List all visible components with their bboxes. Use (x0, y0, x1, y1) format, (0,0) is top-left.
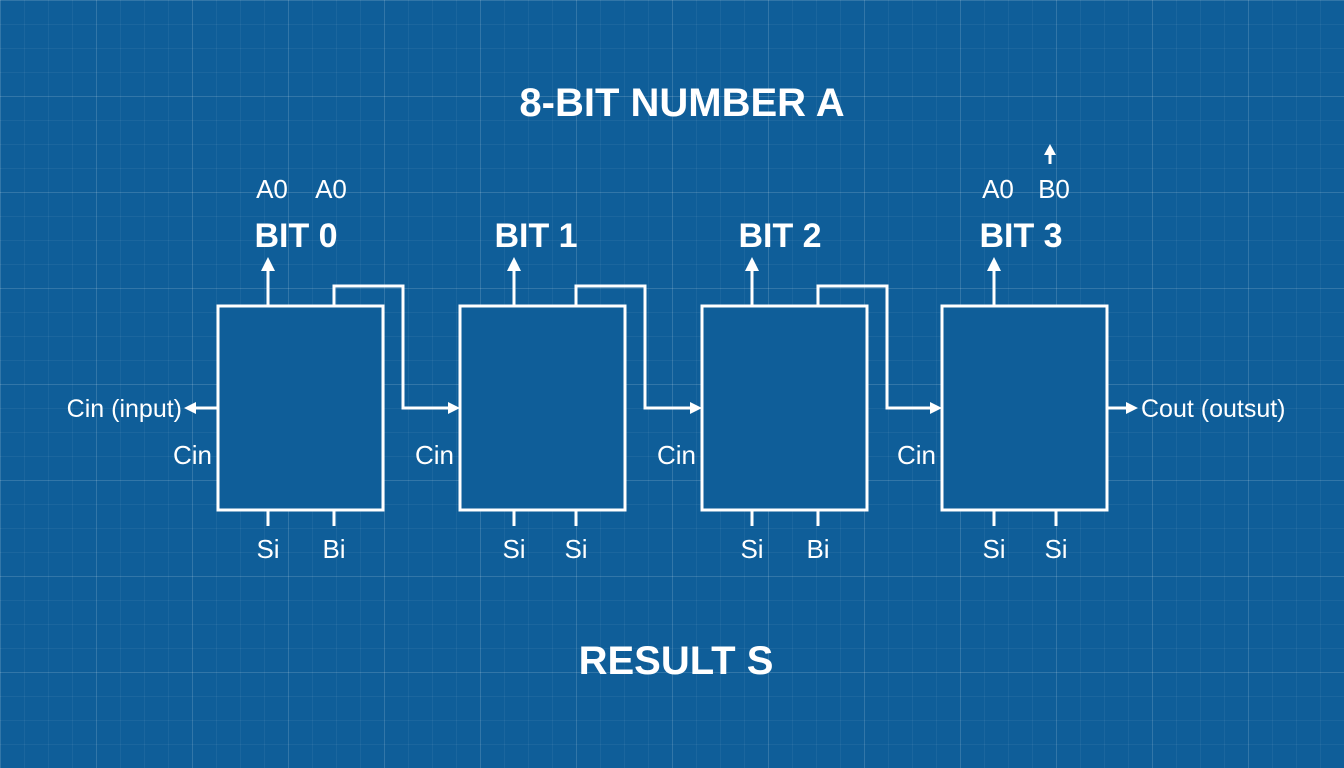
output-arrowhead (261, 257, 275, 271)
carry-connector-arrowhead (448, 402, 460, 414)
carry-input-arrowhead (184, 402, 196, 414)
carry-connector-arrowhead (690, 402, 702, 414)
top-left-pin-label: A0 (982, 174, 1014, 204)
bottom-left-pin-label: Si (502, 534, 525, 564)
bit-label: BIT 2 (738, 217, 821, 255)
adder-block-box (940, 304, 1109, 512)
top-left-pin-label: A0 (256, 174, 288, 204)
bottom-right-pin-label: Bi (322, 534, 345, 564)
bit-label: BIT 3 (979, 217, 1062, 255)
extra-arrow-head (1044, 144, 1056, 155)
output-arrowhead (987, 257, 1001, 271)
output-arrowhead (745, 257, 759, 271)
top-right-pin-label: B0 (1038, 174, 1070, 204)
carry-input-label: Cin (input) (67, 395, 182, 423)
adder-block-box (700, 304, 869, 512)
carry-connector (816, 284, 932, 410)
bit-3-extra-arrow (1044, 144, 1056, 164)
adder-block-box (458, 304, 627, 512)
diagram-footer: RESULT S (579, 639, 774, 683)
carry-connector (574, 284, 692, 410)
cin-label: Cin (173, 440, 212, 470)
bit-label: BIT 1 (494, 217, 577, 255)
cin-label: Cin (897, 440, 936, 470)
bottom-left-pin-label: Si (982, 534, 1005, 564)
cin-label: Cin (415, 440, 454, 470)
bottom-left-pin-label: Si (256, 534, 279, 564)
bottom-right-pin-label: Si (1044, 534, 1067, 564)
bottom-right-pin-label: Si (564, 534, 587, 564)
bit-label: BIT 0 (254, 217, 337, 255)
carry-output: Cout (outsut) (1107, 395, 1286, 423)
carry-input: Cin (input) (67, 395, 218, 423)
carry-output-arrowhead (1126, 402, 1138, 414)
bottom-right-pin-label: Bi (806, 534, 829, 564)
top-right-pin-label: A0 (315, 174, 347, 204)
diagram-title: 8-BIT NUMBER A (519, 81, 844, 125)
adder-block-box (216, 304, 385, 512)
cin-label: Cin (657, 440, 696, 470)
carry-output-label: Cout (outsut) (1141, 395, 1286, 423)
carry-connector (332, 284, 450, 410)
carry-connector-arrowhead (930, 402, 942, 414)
bottom-left-pin-label: Si (740, 534, 763, 564)
output-arrowhead (507, 257, 521, 271)
